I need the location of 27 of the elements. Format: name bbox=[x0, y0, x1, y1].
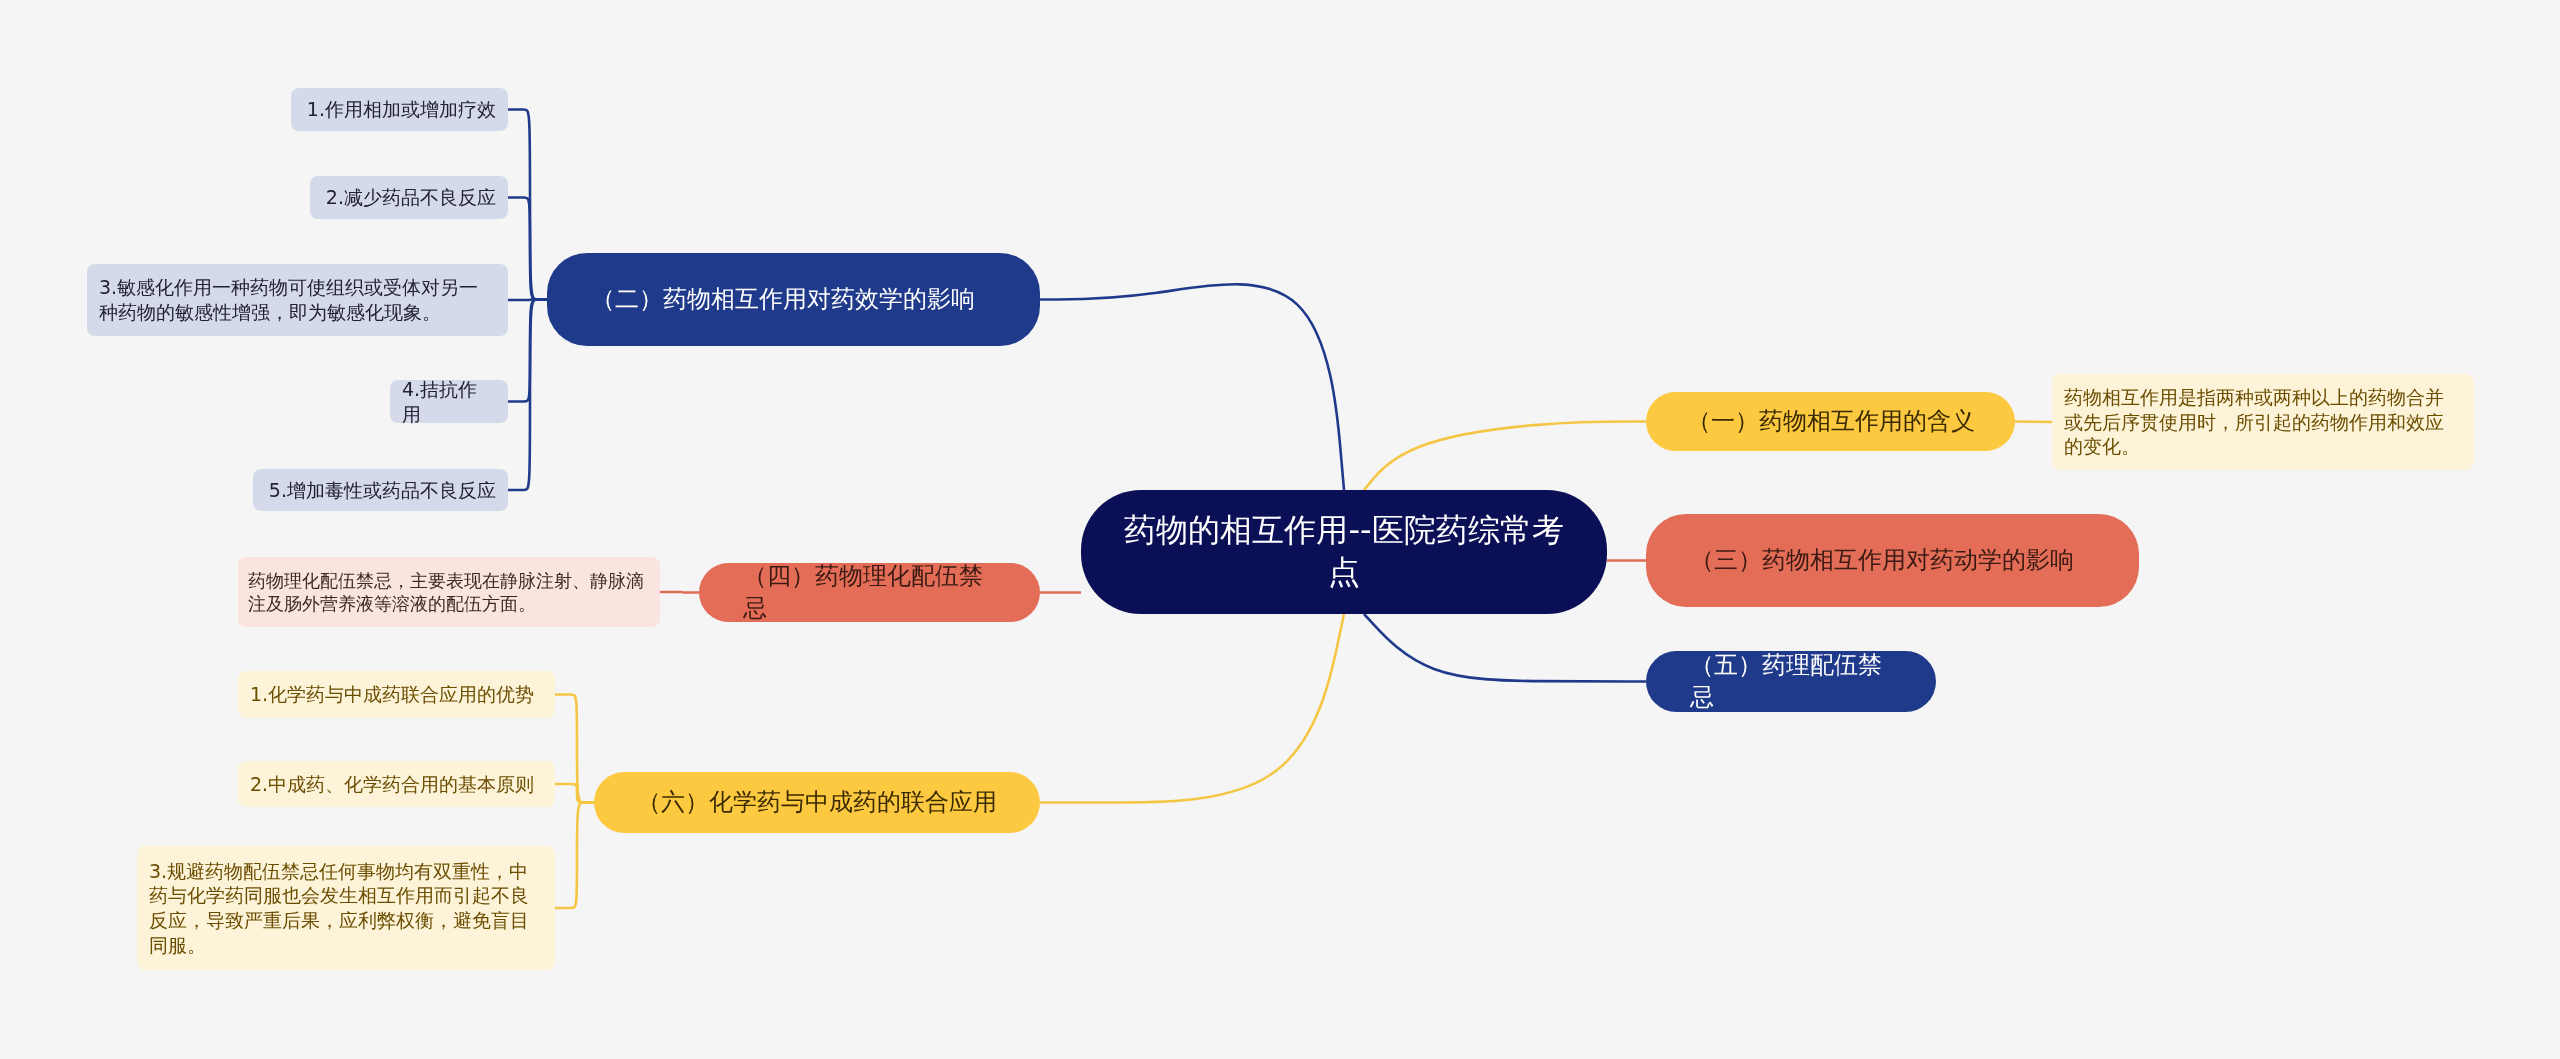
note-card: 药物理化配伍禁忌，主要表现在静脉注射、静脉滴注及肠外营养液等溶液的配伍方面。 bbox=[238, 557, 660, 627]
connector-line bbox=[1040, 591, 1081, 594]
subtopic-card: 5.增加毒性或药品不良反应 bbox=[253, 469, 508, 511]
connector-line bbox=[1607, 559, 1646, 562]
subtopic-card: 2.减少药品不良反应 bbox=[310, 176, 508, 219]
central-topic: 药物的相互作用--医院药综常考点 bbox=[1081, 490, 1607, 614]
topic-pill: （二）药物相互作用对药效学的影响 bbox=[547, 253, 1040, 346]
connector-line bbox=[1040, 613, 1346, 804]
connector-line bbox=[1363, 420, 1646, 491]
connector-line bbox=[555, 801, 594, 910]
topic-pill: （四）药物理化配伍禁忌 bbox=[699, 563, 1040, 622]
connector-line bbox=[660, 590, 699, 594]
connector-line bbox=[1040, 283, 1346, 491]
subtopic-card: 1.化学药与中成药联合应用的优势 bbox=[238, 671, 555, 718]
connector-line bbox=[1363, 613, 1646, 683]
subtopic-card: 4.拮抗作用 bbox=[390, 380, 508, 423]
connector-line bbox=[2015, 420, 2052, 424]
subtopic-card: 药物相互作用是指两种或两种以上的药物合并或先后序贯使用时，所引起的药物作用和效应的变化。 bbox=[2052, 374, 2474, 470]
connector-line bbox=[508, 298, 547, 492]
topic-pill: （五）药理配伍禁忌 bbox=[1646, 651, 1936, 712]
topic-pill: （三）药物相互作用对药动学的影响 bbox=[1646, 514, 2139, 607]
subtopic-card: 3.敏感化作用一种药物可使组织或受体对另一种药物的敏感性增强，即为敏感化现象。 bbox=[87, 264, 508, 336]
subtopic-card: 2.中成药、化学药合用的基本原则 bbox=[238, 761, 555, 807]
subtopic-card: 1.作用相加或增加疗效 bbox=[291, 88, 508, 131]
subtopic-card: 3.规避药物配伍禁忌任何事物均有双重性，中药与化学药同服也会发生相互作用而引起不良反应，导致严重后果，应利弊权衡，避免盲目同服。 bbox=[137, 846, 555, 970]
topic-pill: （六）化学药与中成药的联合应用 bbox=[594, 772, 1040, 833]
topic-pill: （一）药物相互作用的含义 bbox=[1646, 392, 2015, 451]
